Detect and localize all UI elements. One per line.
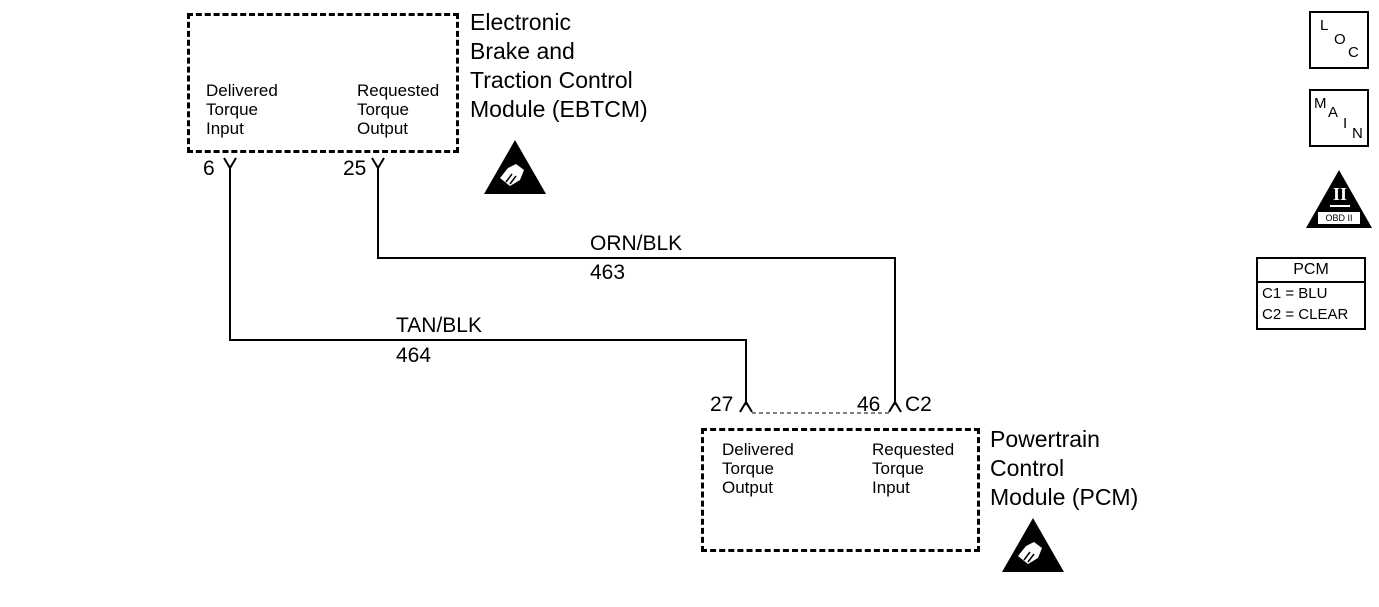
wire-tan-blk-circuit: 464 bbox=[396, 344, 432, 367]
ebtcm-module-box bbox=[187, 13, 459, 153]
wire-orn-blk-circuit: 463 bbox=[590, 261, 626, 284]
obd-ii-numeral: II bbox=[1332, 184, 1347, 204]
esd-warning-icon bbox=[484, 140, 546, 194]
connector-pin-46 bbox=[888, 400, 902, 413]
wire-tan-blk-color: TAN/BLK bbox=[396, 314, 482, 337]
loc-icon-letter-o: O bbox=[1334, 31, 1346, 48]
ebtcm-pin-25-number: 25 bbox=[343, 157, 367, 180]
pcm-legend-row-c2: C2 = CLEAR bbox=[1262, 306, 1349, 323]
loc-icon: L O C bbox=[1309, 11, 1369, 69]
esd-warning-icon bbox=[1002, 518, 1064, 572]
ebtcm-module-name: Electronic Brake and Traction Control Mo… bbox=[470, 9, 648, 122]
pcm-connector-legend: PCM C1 = BLU C2 = CLEAR bbox=[1256, 257, 1366, 330]
main-icon: M A I N bbox=[1309, 89, 1369, 147]
loc-icon-letter-l: L bbox=[1320, 17, 1329, 34]
obd-ii-text: OBD II bbox=[1325, 213, 1353, 223]
pcm-pin-46-label: Requested Torque Input bbox=[872, 440, 955, 497]
loc-icon-letter-c: C bbox=[1348, 44, 1359, 61]
connector-pin-27 bbox=[739, 400, 753, 413]
ebtcm-pin-6-label: Delivered Torque Input bbox=[206, 81, 278, 138]
pcm-module-box bbox=[701, 428, 980, 552]
pcm-pin-27-number: 27 bbox=[710, 393, 734, 416]
pcm-legend-header: PCM bbox=[1258, 259, 1364, 283]
pcm-connector-c2: C2 bbox=[905, 393, 932, 416]
pcm-pin-27-label: Delivered Torque Output bbox=[722, 440, 794, 497]
ebtcm-pin-25-label: Requested Torque Output bbox=[357, 81, 440, 138]
main-icon-letter-i: I bbox=[1343, 115, 1348, 132]
connector-pin-25 bbox=[371, 157, 385, 174]
obd-ii-icon bbox=[1306, 170, 1372, 228]
main-icon-letter-m: M bbox=[1314, 95, 1327, 112]
ebtcm-pin-6-number: 6 bbox=[203, 157, 215, 180]
connector-pin-6 bbox=[223, 157, 237, 174]
pcm-pin-46-number: 46 bbox=[857, 393, 881, 416]
wire-orn-blk bbox=[377, 172, 896, 405]
wire-tan-blk bbox=[229, 172, 747, 405]
main-icon-letter-n: N bbox=[1352, 125, 1363, 142]
pcm-module-name: Powertrain Control Module (PCM) bbox=[990, 426, 1139, 510]
pcm-legend-row-c1: C1 = BLU bbox=[1262, 285, 1328, 302]
wire-orn-blk-color: ORN/BLK bbox=[590, 232, 683, 255]
main-icon-letter-a: A bbox=[1328, 104, 1339, 121]
